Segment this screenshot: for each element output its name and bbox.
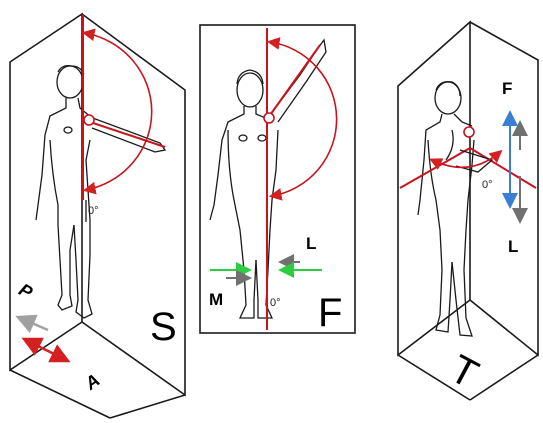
frontal-shoulder-joint [264,113,274,123]
sagittal-reference-arrow [20,318,48,330]
sagittal-range-arc [85,33,152,190]
sagittal-angle-label: 0° [88,205,99,217]
sagittal-plane-letter: S [150,305,177,349]
transverse-upper-label: F [502,79,512,98]
frontal-plane-box [200,25,355,333]
frontal-panel: 0° L M F [200,25,355,335]
frontal-angle-label: 0° [270,297,281,309]
transverse-shoulder-joint [464,127,474,137]
medial-label: M [209,290,223,309]
transverse-range-arc [432,152,500,167]
sagittal-panel: 0° P A S [10,14,185,418]
transverse-plane-right [470,148,536,188]
anterior-label: A [81,370,104,394]
sagittal-arm-axis [90,122,165,147]
sagittal-shoulder-joint [84,115,94,125]
transverse-lower-label: L [508,237,518,256]
frontal-arm-axis [268,45,320,118]
sagittal-ap-arrow [26,340,66,360]
transverse-panel: 0° F L T [398,22,538,400]
posterior-label: P [16,279,37,303]
frontal-plane-letter: F [318,291,342,335]
lateral-label: L [306,234,316,253]
transverse-angle-label: 0° [482,179,493,191]
transverse-human-figure [418,82,474,336]
transverse-plane-letter: T [443,347,485,397]
